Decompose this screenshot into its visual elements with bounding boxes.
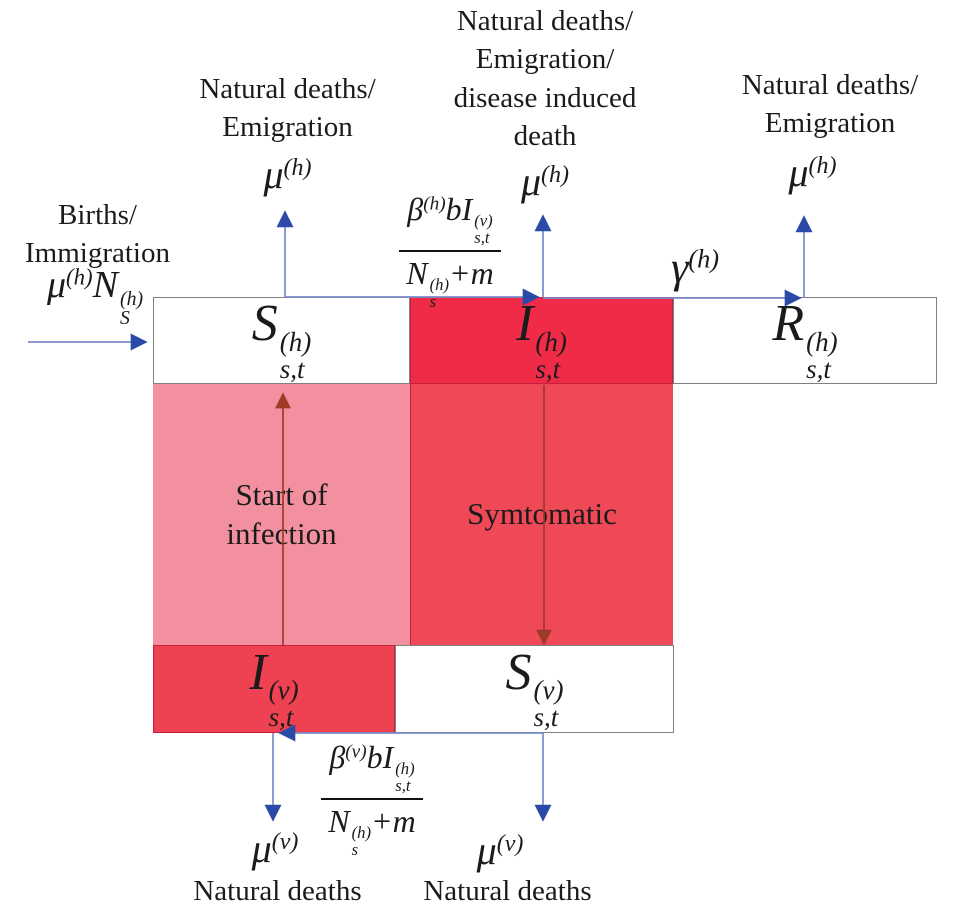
- host-infection-rate-fraction: β(h)bI(v)s,t N(h)s+m: [360, 190, 540, 310]
- births-rate-expression: μ(h)N(h)S: [46, 264, 144, 330]
- gamma-recovery-rate: γ(h): [670, 243, 720, 292]
- recovered-host-symbol: R(h)s,t: [772, 295, 838, 384]
- susceptible-host-box: S(h)s,t: [153, 297, 410, 384]
- mu-h-rate-left: μ(h): [263, 152, 312, 197]
- start-of-infection-region: Start of infection: [153, 384, 410, 645]
- symptomatic-region: Symtomatic: [410, 384, 673, 645]
- recovered-host-box: R(h)s,t: [673, 297, 937, 384]
- susceptible-vector-symbol: S(v)s,t: [505, 643, 564, 733]
- symptomatic-label: Symtomatic: [467, 496, 617, 532]
- mu-h-rate-right: μ(h): [788, 150, 837, 195]
- host-infection-rate-numerator: β(h)bI(v)s,t: [399, 190, 501, 252]
- natural-deaths-label-right: Natural deaths: [423, 875, 592, 907]
- infected-vector-symbol: I(v)s,t: [249, 643, 299, 733]
- vector-infection-rate-numerator: β(v)bI(h)s,t: [321, 738, 423, 800]
- natural-deaths-emigration-label-left: Natural deaths/ Emigration: [199, 73, 376, 144]
- susceptible-host-symbol: S(h)s,t: [251, 295, 312, 384]
- vector-infection-rate-denominator: N(h)s+m: [328, 802, 416, 859]
- mu-h-rate-mid: μ(h): [520, 159, 570, 204]
- susceptible-vector-box: S(v)s,t: [395, 645, 674, 733]
- vector-infection-rate-fraction: β(v)bI(h)s,t N(h)s+m: [292, 738, 452, 858]
- mu-v-rate-right: μ(v): [476, 828, 524, 873]
- infected-vector-box: I(v)s,t: [153, 645, 395, 733]
- natural-deaths-emigration-disease-label: Natural deaths/ Emigration/ disease indu…: [453, 5, 637, 152]
- natural-deaths-label-left: Natural deaths: [193, 875, 362, 907]
- host-infection-rate-denominator: N(h)s+m: [406, 254, 494, 311]
- mu-v-rate-left: μ(v): [251, 826, 299, 871]
- births-immigration-label: Births/ Immigration: [25, 199, 170, 270]
- start-of-infection-label: Start of infection: [226, 476, 337, 551]
- natural-deaths-emigration-label-right: Natural deaths/ Emigration: [741, 69, 919, 140]
- infected-host-box: I(h)s,t: [410, 297, 673, 384]
- infected-host-symbol: I(h)s,t: [516, 295, 567, 384]
